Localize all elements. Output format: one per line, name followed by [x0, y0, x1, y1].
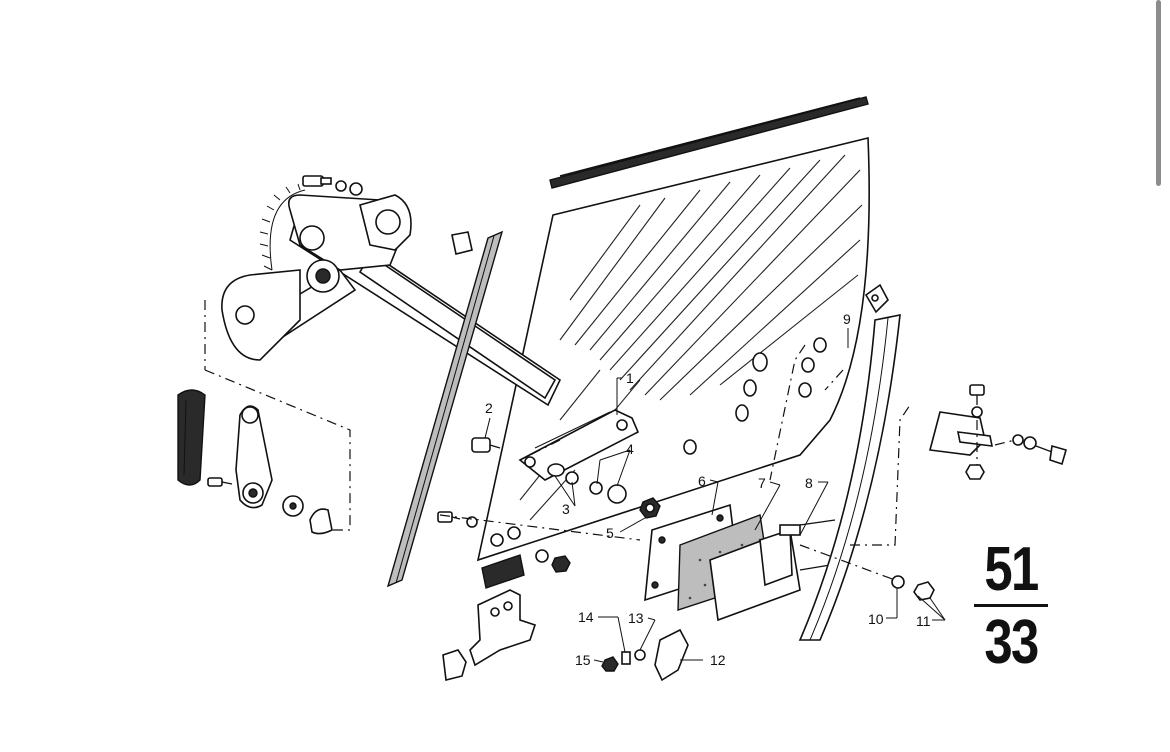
bolt-set-10-11 [891, 575, 935, 601]
callout-4: 4 [626, 441, 634, 457]
group-code-bottom: 33 [984, 608, 1039, 677]
callout-labels: 1 2 3 4 5 6 7 8 9 10 11 12 13 14 15 [485, 311, 931, 668]
group-code-top: 51 [984, 535, 1039, 604]
lower-fastener-row [437, 511, 571, 573]
window-regulator-arm [221, 175, 562, 407]
callout-8: 8 [805, 475, 813, 491]
callout-12: 12 [710, 652, 726, 668]
window-crank-handle [177, 389, 333, 535]
callout-1: 1 [626, 370, 634, 386]
callout-10: 10 [868, 611, 884, 627]
callout-11: 11 [916, 613, 931, 629]
callout-2: 2 [485, 400, 493, 416]
lower-glass-channel-clips [442, 554, 537, 681]
group-code-divider [974, 604, 1048, 607]
window-glass [476, 136, 870, 562]
callout-leaders [484, 328, 946, 663]
guide-bracket-8 [709, 519, 836, 622]
callout-9: 9 [843, 311, 851, 327]
assembly-lines [204, 300, 1016, 581]
scrollbar[interactable] [1156, 0, 1161, 186]
top-bolt-set [302, 175, 363, 196]
group-code: 51 33 [968, 535, 1054, 677]
callout-5: 5 [606, 525, 614, 541]
window-guide-channel-left [386, 230, 504, 588]
window-guide-channel-right [798, 283, 901, 641]
top-glass-seal-strip [549, 96, 869, 189]
callout-15: 15 [575, 652, 591, 668]
callout-6: 6 [698, 473, 706, 489]
lower-guide-bracket-12 [601, 628, 689, 682]
glass-lifting-rail [518, 409, 640, 481]
callout-3: 3 [562, 501, 570, 517]
callout-13: 13 [628, 610, 644, 626]
callout-14: 14 [578, 609, 594, 625]
mounting-bracket-right [928, 384, 1067, 480]
bolt-2 [471, 437, 501, 453]
callout-7: 7 [758, 475, 766, 491]
